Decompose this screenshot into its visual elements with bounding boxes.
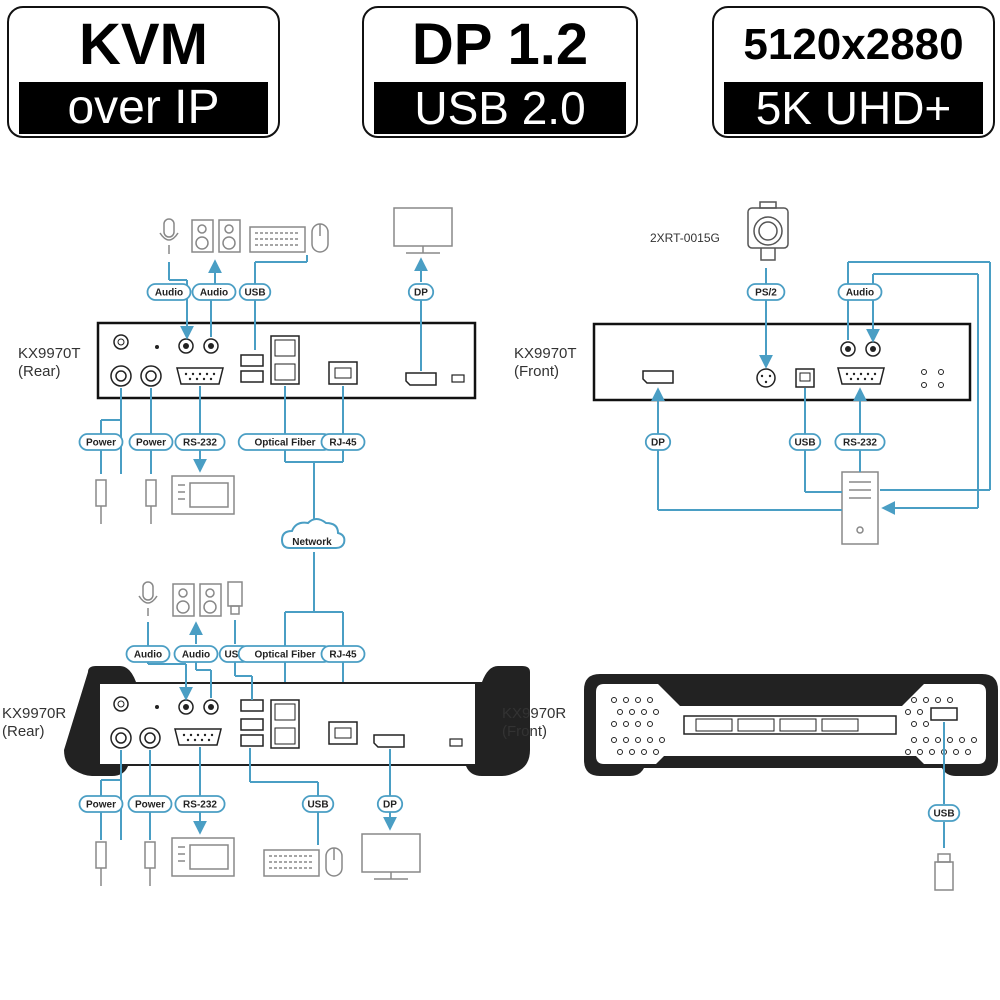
label-rs232: RS-232 bbox=[834, 433, 886, 451]
label-text-power: Power bbox=[86, 438, 116, 449]
label-text-usb: USB bbox=[794, 438, 815, 449]
badge-dp-usb: DP 1.2 USB 2.0 bbox=[362, 6, 638, 138]
serial-device-icon bbox=[171, 475, 235, 515]
label-text-usb: USB bbox=[933, 809, 954, 820]
badge-kvm-over-ip: KVM over IP bbox=[7, 6, 280, 138]
kx9970r-front-label: KX9970R bbox=[502, 705, 566, 722]
label-dp: DP bbox=[376, 795, 404, 813]
kx9970t-front-unit bbox=[592, 322, 972, 402]
model-label: 2XRT-0015G bbox=[650, 231, 720, 245]
label-text-power: Power bbox=[136, 438, 166, 449]
label-power: Power bbox=[78, 433, 124, 451]
label-text-dp: DP bbox=[383, 800, 397, 811]
label-text-usb: USB bbox=[244, 288, 265, 299]
label-power: Power bbox=[127, 795, 173, 813]
kx9970r-front-sublabel: (Front) bbox=[502, 723, 547, 740]
keyboard-mouse-icon-rx bbox=[263, 847, 343, 877]
label-usb: USB bbox=[788, 433, 822, 451]
kx9970t-rear-label: KX9970T bbox=[18, 345, 81, 362]
label-optical-fiber: Optical Fiber bbox=[237, 433, 333, 451]
speakers-icon bbox=[191, 219, 241, 253]
serial-device-icon-rx bbox=[171, 837, 235, 877]
label-text-optical-fiber: Optical Fiber bbox=[254, 650, 315, 661]
label-audio: Audio bbox=[125, 645, 171, 663]
label-text-rs232: RS-232 bbox=[183, 438, 217, 449]
label-text-optical-fiber: Optical Fiber bbox=[254, 438, 315, 449]
label-dp: DP bbox=[644, 433, 672, 451]
network-cloud-icon bbox=[280, 518, 346, 549]
label-rs232: RS-232 bbox=[174, 433, 226, 451]
usb-stick-icon-front bbox=[934, 853, 954, 891]
label-audio: Audio bbox=[146, 283, 192, 301]
computer-tower-icon bbox=[841, 471, 879, 545]
label-text-power: Power bbox=[86, 800, 116, 811]
label-optical-fiber: Optical Fiber bbox=[237, 645, 333, 663]
label-text-audio: Audio bbox=[200, 288, 228, 299]
microphone-icon bbox=[159, 218, 179, 254]
label-ps2: PS/2 bbox=[746, 283, 786, 301]
label-text-rs232: RS-232 bbox=[843, 438, 877, 449]
badge-dp-title: DP 1.2 bbox=[411, 12, 589, 77]
label-text-audio: Audio bbox=[846, 288, 874, 299]
label-text-audio: Audio bbox=[134, 650, 162, 661]
kx9970t-rear-unit bbox=[96, 321, 477, 400]
label-audio: Audio bbox=[173, 645, 219, 663]
label-usb: USB bbox=[238, 283, 272, 301]
label-text-audio: Audio bbox=[182, 650, 210, 661]
label-text-power: Power bbox=[135, 800, 165, 811]
label-usb: USB bbox=[927, 804, 961, 822]
keyboard-icon bbox=[249, 223, 329, 253]
label-text-audio: Audio bbox=[155, 288, 183, 299]
label-text-usb: USB bbox=[307, 800, 328, 811]
usb-stick-icon-rx bbox=[227, 581, 243, 615]
label-text-rj45: RJ-45 bbox=[329, 438, 357, 449]
rx-rear-connections bbox=[100, 620, 397, 845]
label-text-dp: DP bbox=[414, 288, 428, 299]
label-text-rs232: RS-232 bbox=[183, 800, 217, 811]
kx9970r-rear-label: KX9970R bbox=[2, 705, 66, 722]
label-audio: Audio bbox=[191, 283, 237, 301]
monitor-icon-tx bbox=[393, 207, 453, 254]
power-plug-icon bbox=[95, 479, 157, 524]
label-text-rj45: RJ-45 bbox=[329, 650, 357, 661]
label-power: Power bbox=[78, 795, 124, 813]
kx9970t-front-sublabel: (Front) bbox=[514, 363, 559, 380]
microphone-icon-rx bbox=[138, 581, 158, 616]
label-text-dp: DP bbox=[651, 438, 665, 449]
badge-kvm-title: KVM bbox=[79, 12, 208, 77]
badge-kvm-subtitle: over IP bbox=[19, 82, 268, 134]
label-rj45: RJ-45 bbox=[320, 645, 366, 663]
badge-resolution-title: 5120x2880 bbox=[743, 20, 964, 69]
emergency-button-icon bbox=[747, 201, 789, 261]
badge-resolution: 5120x2880 5K UHD+ bbox=[712, 6, 995, 138]
label-dp: DP bbox=[407, 283, 435, 301]
speakers-icon-rx bbox=[172, 583, 222, 617]
kx9970r-rear-unit bbox=[64, 666, 530, 776]
network-label: Network bbox=[292, 537, 332, 548]
label-power: Power bbox=[128, 433, 174, 451]
power-plug-icon-rx bbox=[95, 841, 156, 886]
label-audio: Audio bbox=[837, 283, 883, 301]
kx9970t-front-label: KX9970T bbox=[514, 345, 577, 362]
monitor-icon-rx bbox=[361, 833, 421, 880]
label-rj45: RJ-45 bbox=[320, 433, 366, 451]
badge-usb-subtitle: USB 2.0 bbox=[374, 82, 626, 134]
label-text-ps2: PS/2 bbox=[755, 288, 777, 299]
label-text-usb: USB bbox=[224, 650, 245, 661]
label-rs232: RS-232 bbox=[174, 795, 226, 813]
label-usb: USB bbox=[301, 795, 335, 813]
kx9970t-rear-sublabel: (Rear) bbox=[18, 363, 61, 380]
kx9970r-front-unit bbox=[584, 674, 998, 776]
badge-resolution-subtitle: 5K UHD+ bbox=[724, 82, 983, 134]
kx9970r-rear-sublabel: (Rear) bbox=[2, 723, 45, 740]
